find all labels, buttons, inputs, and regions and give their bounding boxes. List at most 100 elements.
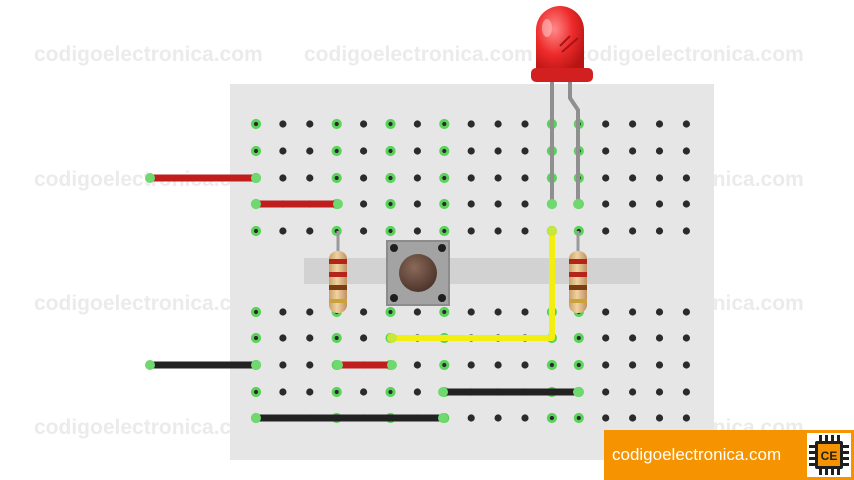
breadboard-hole bbox=[655, 120, 664, 128]
breadboard-hole bbox=[629, 308, 637, 316]
breadboard-hole bbox=[413, 147, 421, 155]
breadboard-hole bbox=[573, 359, 584, 371]
resistor-right bbox=[569, 231, 587, 313]
breadboard-hole bbox=[494, 147, 502, 155]
breadboard-hole bbox=[467, 174, 475, 182]
brand-text: codigoelectronica.com bbox=[612, 445, 782, 464]
breadboard-hole bbox=[439, 118, 450, 130]
breadboard-hole bbox=[467, 227, 475, 235]
breadboard-hole bbox=[439, 225, 450, 237]
breadboard-hole bbox=[629, 334, 637, 342]
breadboard-hole bbox=[306, 120, 314, 128]
breadboard-hole bbox=[360, 227, 368, 235]
breadboard-hole bbox=[546, 359, 558, 371]
breadboard-hole bbox=[360, 200, 368, 208]
breadboard-hole bbox=[331, 172, 342, 184]
breadboard-hole bbox=[521, 200, 529, 208]
breadboard-hole bbox=[413, 308, 421, 316]
breadboard-hole bbox=[655, 227, 664, 235]
breadboard-hole bbox=[279, 388, 287, 396]
breadboard-hole bbox=[467, 308, 475, 316]
breadboard-hole bbox=[413, 200, 421, 208]
breadboard-hole bbox=[521, 147, 529, 155]
breadboard-hole bbox=[306, 361, 314, 369]
breadboard-hole bbox=[682, 414, 691, 422]
breadboard-hole bbox=[385, 145, 396, 157]
breadboard-hole bbox=[439, 359, 450, 371]
breadboard-hole bbox=[467, 414, 475, 422]
breadboard-hole bbox=[413, 120, 421, 128]
breadboard-hole bbox=[331, 118, 342, 130]
breadboard-hole bbox=[413, 227, 421, 235]
breadboard-hole bbox=[279, 227, 287, 235]
breadboard-hole bbox=[494, 227, 502, 235]
breadboard-hole bbox=[331, 145, 342, 157]
breadboard-hole bbox=[413, 174, 421, 182]
breadboard-hole bbox=[250, 386, 262, 398]
breadboard-hole bbox=[360, 174, 368, 182]
breadboard-hole bbox=[602, 120, 610, 128]
breadboard-hole bbox=[602, 308, 610, 316]
breadboard-hole bbox=[439, 145, 450, 157]
breadboard-hole bbox=[279, 174, 287, 182]
breadboard-hole bbox=[385, 386, 396, 398]
red-led bbox=[531, 6, 593, 209]
breadboard-hole bbox=[573, 332, 584, 344]
breadboard-hole bbox=[439, 198, 450, 210]
breadboard-hole bbox=[494, 174, 502, 182]
breadboard-hole bbox=[360, 388, 368, 396]
breadboard-hole bbox=[413, 361, 421, 369]
breadboard-hole bbox=[629, 147, 637, 155]
breadboard-hole bbox=[682, 361, 691, 369]
breadboard-hole bbox=[573, 412, 584, 424]
breadboard-hole bbox=[655, 308, 664, 316]
breadboard-hole bbox=[602, 174, 610, 182]
breadboard-hole bbox=[629, 227, 637, 235]
breadboard-hole bbox=[306, 334, 314, 342]
center-channel bbox=[304, 258, 640, 284]
breadboard-hole bbox=[385, 118, 396, 130]
red-wire bbox=[333, 360, 397, 370]
breadboard-hole bbox=[279, 334, 287, 342]
chip-logo-icon: CE bbox=[807, 433, 851, 477]
breadboard-hole bbox=[521, 414, 529, 422]
brand-banner: codigoelectronica.com CE bbox=[604, 430, 854, 480]
breadboard-hole bbox=[331, 386, 342, 398]
breadboard-hole bbox=[682, 174, 691, 182]
breadboard-hole bbox=[682, 388, 691, 396]
breadboard-hole bbox=[331, 332, 342, 344]
black-wire bbox=[438, 387, 583, 397]
breadboard-hole bbox=[306, 227, 314, 235]
breadboard-hole bbox=[602, 200, 610, 208]
breadboard-hole bbox=[655, 361, 664, 369]
breadboard-hole bbox=[494, 308, 502, 316]
breadboard-hole bbox=[279, 308, 287, 316]
breadboard-hole bbox=[360, 334, 368, 342]
breadboard-hole bbox=[629, 200, 637, 208]
logo-letters: CE bbox=[821, 449, 838, 463]
breadboard-hole bbox=[682, 120, 691, 128]
breadboard-hole bbox=[467, 361, 475, 369]
breadboard-hole bbox=[279, 147, 287, 155]
breadboard-hole bbox=[279, 361, 287, 369]
push-button bbox=[386, 240, 450, 306]
breadboard-hole bbox=[250, 332, 262, 344]
breadboard-hole bbox=[439, 306, 450, 318]
breadboard-hole bbox=[602, 388, 610, 396]
breadboard-hole bbox=[360, 147, 368, 155]
breadboard-hole bbox=[655, 200, 664, 208]
breadboard-hole bbox=[467, 200, 475, 208]
breadboard-hole bbox=[494, 361, 502, 369]
breadboard-hole bbox=[655, 174, 664, 182]
breadboard-hole bbox=[385, 225, 396, 237]
breadboard-hole bbox=[521, 227, 529, 235]
breadboard-hole bbox=[250, 225, 262, 237]
black-wire bbox=[145, 360, 261, 370]
breadboard-hole bbox=[494, 414, 502, 422]
breadboard-hole bbox=[413, 388, 421, 396]
breadboard-hole bbox=[629, 414, 637, 422]
breadboard-hole bbox=[655, 414, 664, 422]
breadboard-hole bbox=[467, 147, 475, 155]
